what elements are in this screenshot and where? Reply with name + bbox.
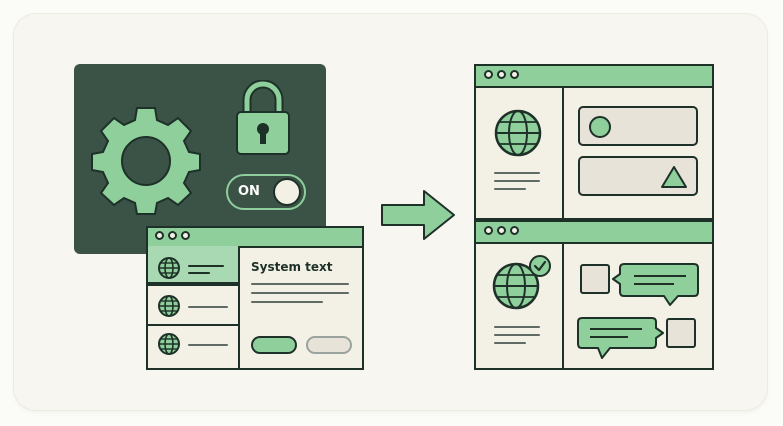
sidebar-item-text-line xyxy=(188,265,224,267)
right-arrow-icon xyxy=(381,190,455,240)
content-text-line xyxy=(251,292,349,294)
window-titlebar xyxy=(148,228,362,248)
window-titlebar xyxy=(476,66,712,88)
window-dot xyxy=(484,70,493,79)
gear-icon xyxy=(91,107,201,215)
window-dot xyxy=(497,70,506,79)
window-dot xyxy=(497,226,506,235)
window-titlebar xyxy=(476,222,712,244)
sidebar-text-line xyxy=(494,188,526,190)
content-text-line xyxy=(251,301,323,303)
window-dot xyxy=(155,231,164,240)
secondary-button[interactable] xyxy=(306,336,352,354)
window-dot xyxy=(168,231,177,240)
sidebar-text-line xyxy=(494,334,540,336)
globe-icon xyxy=(158,295,180,317)
on-toggle[interactable] xyxy=(226,174,306,210)
sidebar-item-text-line xyxy=(188,306,228,308)
sidebar-item-text-line xyxy=(188,272,210,274)
content-card[interactable] xyxy=(578,156,698,196)
globe-check-icon xyxy=(492,255,551,310)
sidebar-text-line xyxy=(494,172,540,174)
window-dot xyxy=(484,226,493,235)
globe-icon xyxy=(158,333,180,355)
globe-icon xyxy=(494,109,542,157)
globe-icon xyxy=(158,257,180,279)
window-dot xyxy=(181,231,190,240)
avatar-placeholder xyxy=(580,264,610,294)
avatar-placeholder xyxy=(666,318,696,348)
sidebar-text-line xyxy=(494,180,540,182)
content-text-line xyxy=(251,283,349,285)
lock-icon xyxy=(236,80,290,155)
window-dot xyxy=(510,226,519,235)
sidebar-text-line xyxy=(494,342,526,344)
window-dot xyxy=(510,70,519,79)
circle-icon xyxy=(589,116,611,138)
sidebar-item-text-line xyxy=(188,344,228,346)
sidebar-text-line xyxy=(494,326,540,328)
system-text-label: System text xyxy=(251,260,333,274)
toggle-label: ON xyxy=(238,184,260,199)
triangle-icon xyxy=(661,166,687,188)
primary-button[interactable] xyxy=(251,336,297,354)
chat-bubble-icon xyxy=(577,317,664,359)
chat-bubble-icon xyxy=(612,263,699,306)
